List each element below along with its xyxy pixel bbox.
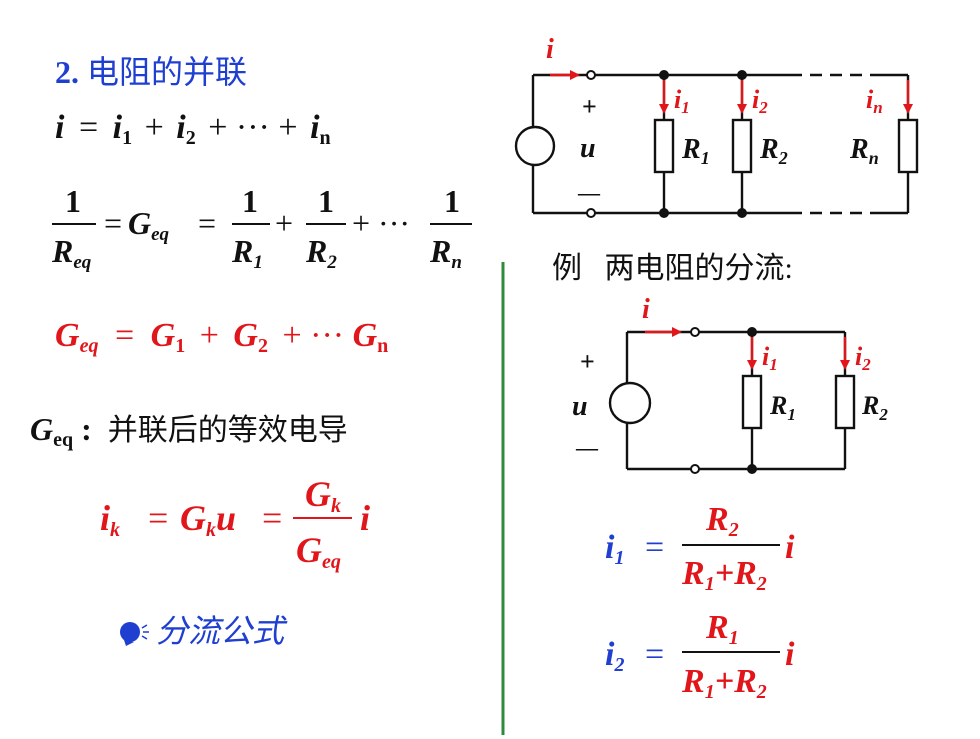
svg-text:R2: R2 (861, 391, 888, 424)
branch-current-formula: ik = Gku = Gk Geq i (100, 474, 370, 573)
svg-text:=: = (104, 205, 122, 241)
section-title: 2.电阻的并联 (55, 53, 247, 91)
svg-text:1: 1 (242, 183, 258, 219)
svg-text:i: i (785, 636, 795, 673)
svg-text:+: + (275, 205, 293, 241)
svg-text:1: 1 (65, 183, 81, 219)
svg-text:Req: Req (51, 233, 92, 273)
svg-text:i: i (360, 498, 370, 538)
svg-text:Geq: Geq (296, 530, 341, 573)
svg-text:R1: R1 (769, 391, 796, 424)
svg-text:R1: R1 (705, 609, 739, 649)
geq-definition: Geq : 并联后的等效电导 (30, 411, 348, 453)
svg-text:+: + (580, 347, 595, 376)
svg-text:i2: i2 (605, 636, 624, 676)
svg-text:Gk: Gk (305, 474, 341, 517)
divider-formula-i1: i1 = R2 R1+R2 i (605, 501, 795, 595)
svg-text:i1: i1 (762, 342, 778, 374)
svg-text:R1: R1 (681, 134, 710, 168)
svg-text:+: + (582, 92, 597, 121)
svg-text:R2: R2 (305, 233, 337, 273)
svg-text:i: i (642, 294, 650, 325)
current-divider-label: 分流公式 (156, 613, 288, 649)
svg-text:R1+R2: R1+R2 (681, 663, 767, 703)
svg-text:R1: R1 (231, 233, 263, 273)
svg-text:i2: i2 (752, 85, 768, 117)
svg-text:in: in (866, 85, 883, 117)
svg-text:i1: i1 (605, 529, 624, 569)
equivalent-conductance-fraction: 1 Req = Geq = 1 R1 + 1 R2 + ··· 1 Rn (51, 183, 472, 273)
svg-text:—: — (577, 180, 601, 205)
svg-text:=: = (148, 498, 168, 538)
svg-text:ik: ik (100, 498, 120, 541)
svg-text:1: 1 (444, 183, 460, 219)
two-resistor-circuit-diagram: i + u — i1 i2 R1 R2 (572, 294, 888, 474)
parallel-circuit-diagram: i + u — i1 i2 in R1 R2 Rn (514, 34, 919, 218)
svg-text:+ ···: + ··· (352, 205, 410, 241)
svg-text:Rn: Rn (849, 134, 879, 168)
svg-text:1: 1 (318, 183, 334, 219)
svg-text:R2: R2 (705, 501, 739, 541)
svg-text:=: = (198, 205, 216, 241)
divider-formula-i2: i2 = R1 R1+R2 i (605, 609, 795, 703)
conductance-sum-equation: Geq = G1 + G2 + ··· Gn (55, 317, 388, 360)
svg-text:R1+R2: R1+R2 (681, 555, 767, 595)
svg-text:i: i (546, 34, 554, 65)
current-sum-equation: i = i1 + i2 + ··· + in (55, 109, 331, 152)
svg-text:Gku: Gku (180, 498, 236, 541)
svg-text:i: i (785, 529, 795, 566)
svg-text:Rn: Rn (429, 233, 462, 273)
svg-text:—: — (575, 435, 599, 460)
speaker-icon (120, 622, 149, 646)
svg-text:i2: i2 (855, 342, 871, 374)
svg-text:Geq: Geq (128, 205, 170, 245)
svg-text:i1: i1 (674, 85, 690, 117)
svg-text:u: u (572, 391, 588, 422)
example-label: 例 两电阻的分流: (552, 252, 793, 285)
svg-text:=: = (645, 636, 664, 673)
svg-text:=: = (645, 529, 664, 566)
svg-text:=: = (262, 498, 282, 538)
svg-text:R2: R2 (759, 134, 788, 168)
svg-text:u: u (580, 133, 596, 164)
